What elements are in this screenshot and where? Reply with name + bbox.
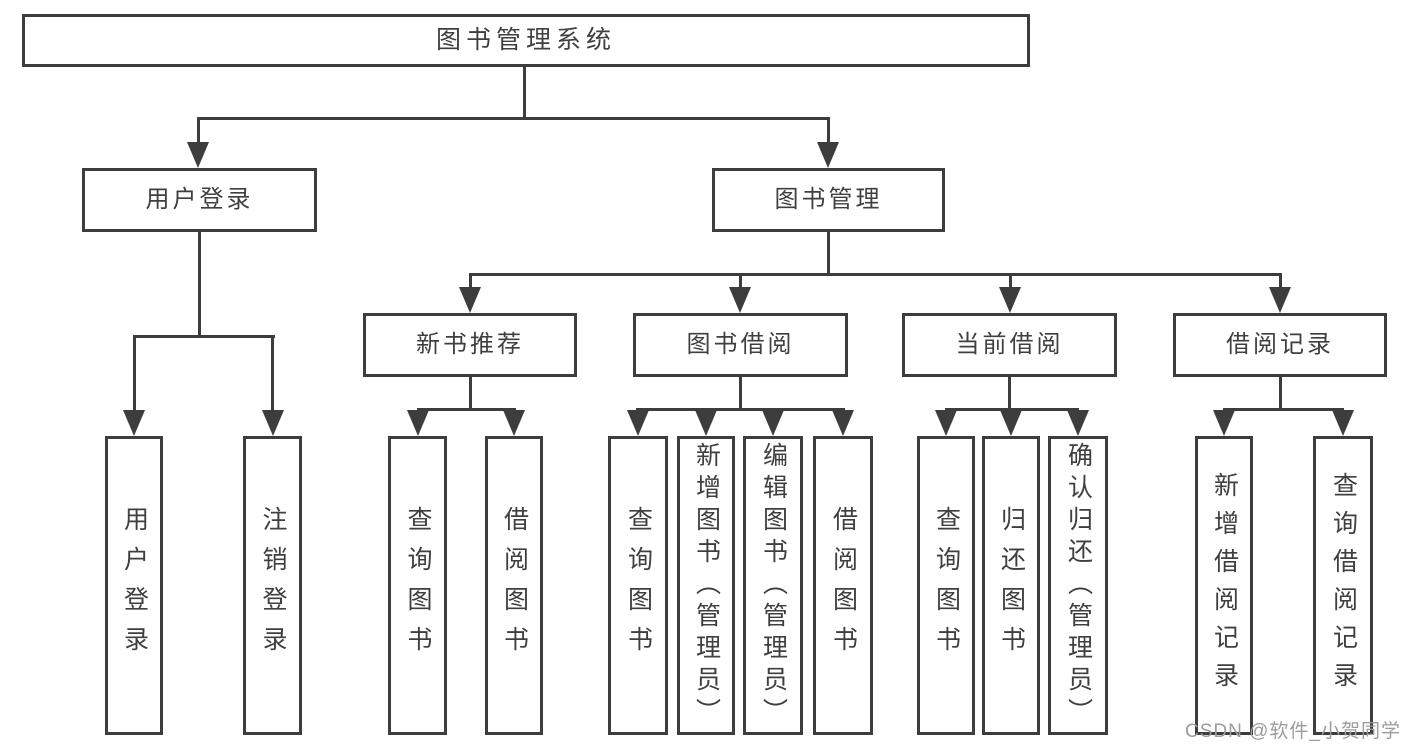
connector-line (198, 232, 201, 338)
arrow-down-icon (1332, 410, 1354, 436)
connector-line (636, 408, 845, 411)
leaf-add-book-admin: 新增图书（管理员） (677, 436, 735, 735)
watermark: CSDN @软件_小贺同学 (1185, 721, 1401, 742)
leaf-borrow-books-recommend-label: 借阅图书 (500, 505, 529, 666)
arrow-down-icon (729, 287, 751, 313)
arrow-down-icon (407, 410, 429, 436)
leaf-return-book-label: 归还图书 (997, 505, 1026, 666)
connector-line (1279, 273, 1282, 290)
connector-line (271, 335, 274, 412)
connector-line (1008, 377, 1011, 411)
leaf-borrow-books-recommend: 借阅图书 (485, 436, 543, 735)
connector-line (197, 117, 830, 120)
node-book-management-label: 图书管理 (774, 186, 883, 213)
leaf-borrow-books-borrowing: 借阅图书 (813, 436, 873, 735)
node-book-management: 图书管理 (712, 168, 945, 232)
connector-line (827, 232, 830, 276)
connector-line (469, 377, 472, 411)
node-user-login-label: 用户登录 (145, 186, 254, 213)
node-current-borrowing-label: 当前借阅 (955, 331, 1064, 358)
node-new-book-recommendation: 新书推荐 (363, 313, 577, 377)
connector-line (945, 408, 1079, 411)
node-library-system-label: 图书管理系统 (435, 26, 616, 54)
leaf-borrow-books-borrowing-label: 借阅图书 (829, 505, 858, 666)
leaf-query-books-recommend-label: 查询图书 (404, 505, 432, 666)
node-borrowing-records: 借阅记录 (1173, 313, 1387, 377)
leaf-logout-login-label: 注销登录 (259, 505, 287, 666)
node-new-book-recommendation-label: 新书推荐 (416, 331, 524, 358)
leaf-query-books-borrowing: 查询图书 (608, 436, 668, 735)
connector-line (469, 273, 1282, 276)
arrow-down-icon (935, 410, 957, 436)
arrow-down-icon (627, 410, 649, 436)
node-current-borrowing: 当前借阅 (902, 313, 1117, 377)
node-borrowing-records-label: 借阅记录 (1226, 331, 1334, 358)
leaf-user-login: 用户登录 (105, 436, 163, 735)
arrow-down-icon (1269, 287, 1291, 313)
connector-line (1279, 377, 1282, 411)
leaf-add-borrow-record: 新增借阅记录 (1195, 436, 1253, 735)
arrow-down-icon (817, 142, 839, 168)
arrow-down-icon (1000, 410, 1022, 436)
leaf-logout-login: 注销登录 (243, 436, 302, 735)
leaf-query-books-recommend: 查询图书 (388, 436, 447, 735)
connector-line (739, 273, 742, 290)
leaf-add-book-admin-label: 新增图书（管理员） (692, 441, 721, 730)
connector-line (133, 335, 136, 412)
node-book-borrowing-label: 图书借阅 (686, 331, 795, 358)
connector-line (197, 117, 200, 145)
arrow-down-icon (1067, 410, 1089, 436)
connector-line (827, 117, 830, 145)
arrow-down-icon (123, 410, 145, 436)
arrow-down-icon (999, 287, 1021, 313)
connector-line (523, 67, 526, 117)
node-book-borrowing: 图书借阅 (633, 313, 848, 377)
connector-line (1009, 273, 1012, 290)
leaf-user-login-label: 用户登录 (120, 505, 149, 666)
node-library-system: 图书管理系统 (22, 14, 1030, 67)
arrow-down-icon (695, 410, 717, 436)
connector-line (739, 377, 742, 411)
arrow-down-icon (459, 287, 481, 313)
leaf-query-books-borrowing-label: 查询图书 (624, 505, 653, 666)
arrow-down-icon (187, 142, 209, 168)
connector-line (417, 408, 516, 411)
leaf-return-book: 归还图书 (982, 436, 1040, 735)
leaf-query-books-current-label: 查询图书 (932, 505, 961, 666)
arrow-down-icon (1213, 410, 1235, 436)
leaf-confirm-return-admin: 确认归还（管理员） (1048, 436, 1108, 735)
leaf-query-borrow-record: 查询借阅记录 (1313, 436, 1373, 735)
leaf-edit-book-admin: 编辑图书（管理员） (743, 436, 803, 735)
leaf-query-borrow-record-label: 查询借阅记录 (1329, 471, 1358, 700)
leaf-query-books-current: 查询图书 (917, 436, 975, 735)
leaf-confirm-return-admin-label: 确认归还（管理员） (1064, 441, 1093, 730)
leaf-add-borrow-record-label: 新增借阅记录 (1210, 471, 1239, 700)
node-user-login: 用户登录 (82, 168, 317, 232)
connector-line (1223, 408, 1344, 411)
arrow-down-icon (262, 410, 284, 436)
leaf-edit-book-admin-label: 编辑图书（管理员） (759, 441, 788, 730)
arrow-down-icon (762, 410, 784, 436)
connector-line (133, 335, 275, 338)
connector-line (469, 273, 472, 290)
arrow-down-icon (832, 410, 854, 436)
arrow-down-icon (503, 410, 525, 436)
